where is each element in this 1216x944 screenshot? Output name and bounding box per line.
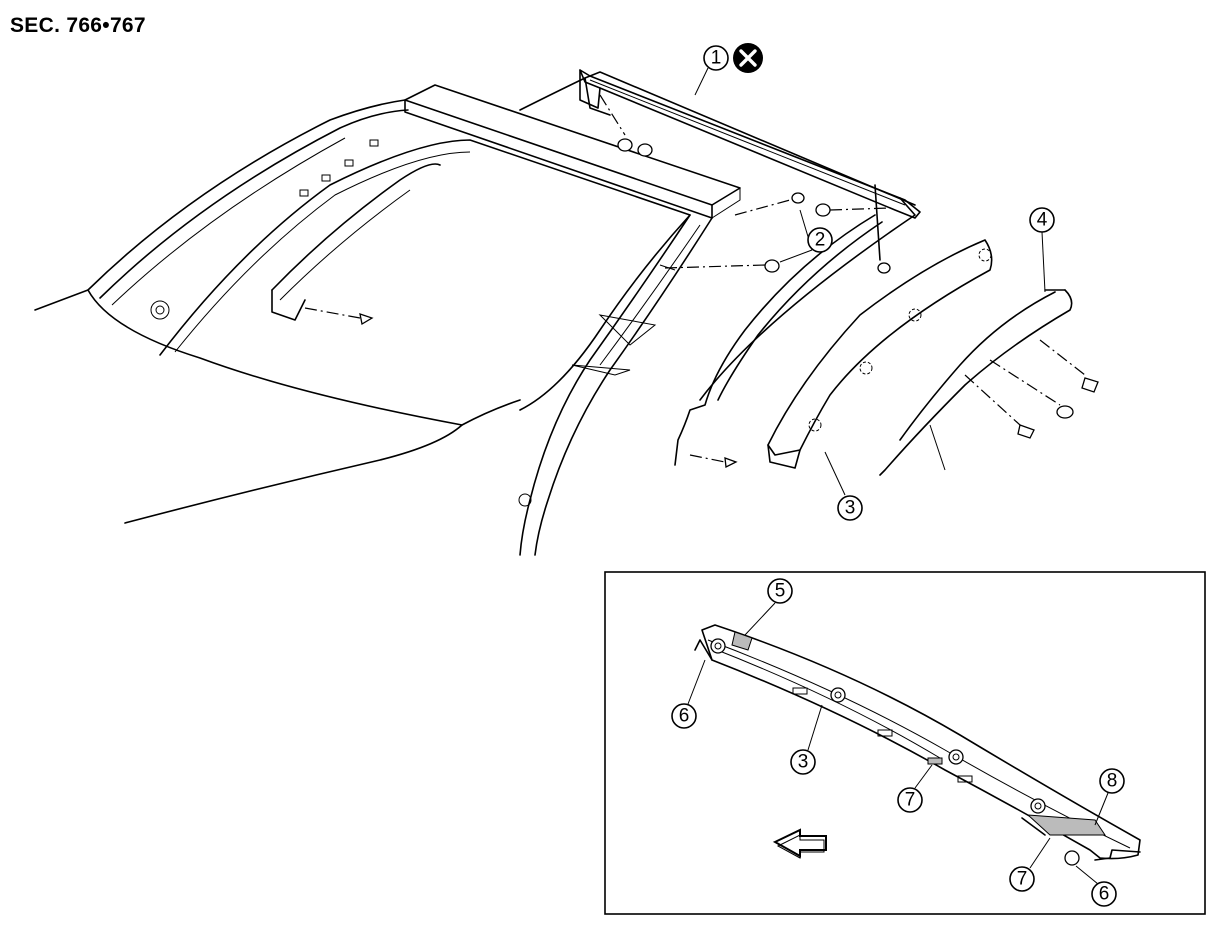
svg-text:8: 8 — [1107, 771, 1118, 792]
inset-detail: 5 6 3 7 8 7 6 — [604, 571, 1206, 915]
svg-text:2: 2 — [815, 230, 826, 251]
clip-icon — [764, 259, 780, 273]
inset-callout-5: 5 — [744, 578, 793, 636]
x-circle-icon — [733, 43, 763, 73]
svg-text:5: 5 — [775, 581, 786, 602]
inset-callout-6b: 6 — [1075, 865, 1117, 907]
inset-callout-8: 8 — [1094, 768, 1125, 826]
screw-icon — [1081, 377, 1099, 393]
callout-3: 3 — [824, 451, 863, 521]
clip-icon — [1056, 405, 1074, 419]
screw-icon — [1017, 424, 1035, 439]
inner-molding — [674, 214, 883, 468]
inset-callout-7b: 7 — [1009, 837, 1051, 892]
inset-frame — [604, 571, 1206, 915]
clip-icon — [637, 143, 653, 157]
svg-text:7: 7 — [905, 790, 916, 811]
inset-callout-3: 3 — [790, 704, 823, 775]
svg-text:1: 1 — [711, 48, 722, 69]
outer-molding-part-4 — [879, 289, 1099, 476]
svg-text:3: 3 — [845, 498, 856, 519]
svg-text:7: 7 — [1017, 869, 1028, 890]
callout-4: 4 — [1029, 207, 1055, 293]
screw-icon — [359, 313, 374, 326]
callout-1: 1 — [694, 45, 729, 96]
section-title: SEC. 766•767 — [10, 14, 146, 37]
clip-icon — [815, 203, 831, 217]
car-body — [34, 71, 916, 556]
inset-callout-6a: 6 — [671, 659, 706, 729]
clip-icon — [617, 138, 633, 152]
front-pillar-garnish-part-3 — [767, 239, 993, 469]
svg-text:6: 6 — [679, 706, 690, 727]
roof-rail-part-1 — [579, 69, 921, 274]
callout-2: 2 — [779, 209, 833, 263]
clip-icon — [791, 192, 805, 204]
svg-text:4: 4 — [1037, 210, 1048, 231]
screw-icon — [724, 457, 738, 468]
svg-text:6: 6 — [1099, 884, 1110, 905]
svg-text:3: 3 — [798, 752, 809, 773]
inset-callout-7a: 7 — [897, 764, 933, 813]
